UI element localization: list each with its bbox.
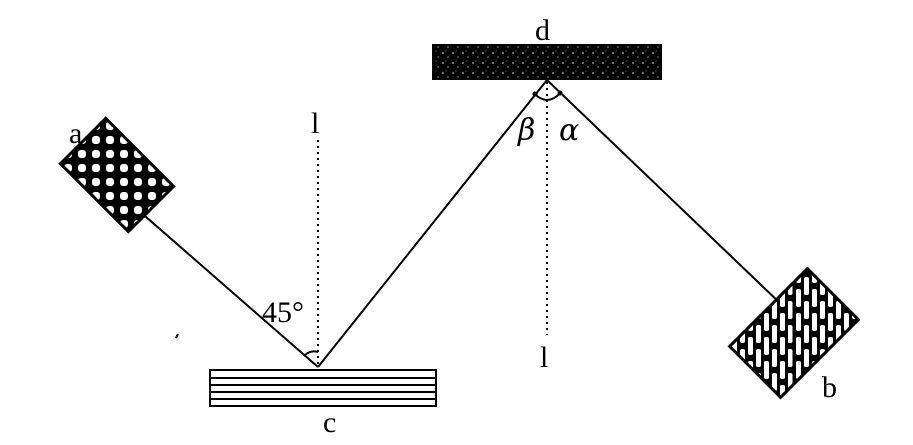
- label-normal-right: l: [540, 341, 548, 374]
- mirror-c: [209, 369, 437, 407]
- arc-dot-right: [557, 90, 563, 96]
- label-alpha: α: [559, 113, 579, 148]
- label-c: c: [323, 406, 336, 439]
- ray-c-to-d: [317, 79, 548, 368]
- label-angle-45: 45°: [262, 296, 304, 329]
- angle-arc-45: [304, 350, 319, 356]
- stray-mark: [175, 333, 179, 339]
- mirror-d: [432, 44, 662, 80]
- label-normal-left: l: [311, 107, 319, 140]
- label-b: b: [822, 371, 837, 404]
- label-a: a: [69, 117, 82, 150]
- label-d: d: [535, 14, 550, 47]
- arc-dot-left: [532, 91, 538, 97]
- object-b: [727, 266, 861, 400]
- object-a: [58, 116, 176, 234]
- ray-d-to-b: [546, 79, 783, 306]
- label-beta: β: [517, 113, 535, 148]
- ray-a-to-c: [121, 195, 319, 368]
